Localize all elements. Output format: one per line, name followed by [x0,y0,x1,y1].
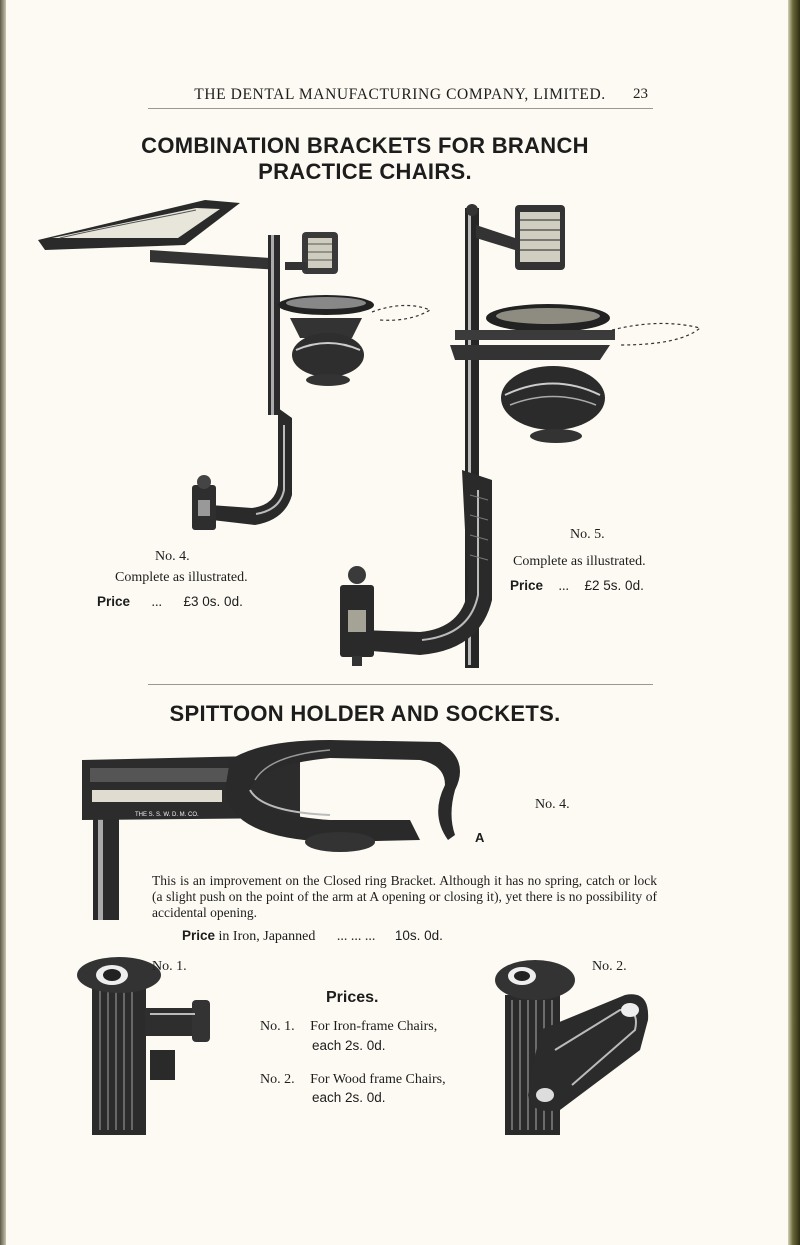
prices-item-1: No. 1. For Iron-frame Chairs, [260,1017,437,1036]
holder-point-label-a: A [475,830,485,845]
prices-item-1-description: For Iron-frame Chairs, [310,1019,438,1034]
engraving-text: THE S. S. W. D. M. CO. [135,812,199,818]
section-divider [148,684,653,685]
holder-price-dots: ... ... ... [336,929,376,944]
bracket-no4-price: £3 0s. 0d. [183,594,243,609]
book-binding-edge [788,0,800,1245]
spittoon-section-title: SPITTOON HOLDER AND SOCKETS. [169,701,561,726]
prices-heading: Prices. [326,989,379,1006]
prices-item-1-number: No. 1. [260,1019,295,1034]
bracket-no5-price-label: Price [510,578,544,593]
bracket-no5-price: £2 5s. 0d. [584,578,644,593]
bracket-no5-description: Complete as illustrated. [513,554,646,569]
prices-item-2: No. 2. For Wood frame Chairs, [260,1070,446,1089]
holder-description: This is an improvement on the Closed rin… [152,873,657,920]
bracket-no4-description: Complete as illustrated. [115,570,248,585]
prices-item-1-price: each 2s. 0d. [312,1038,386,1053]
socket-no1-number: No. 1. [152,959,187,974]
holder-price: 10s. 0d. [394,928,443,943]
page-number: 23 [633,86,648,102]
section-title-line-2: PRACTICE CHAIRS. [258,159,472,184]
bracket-no5-number: No. 5. [570,527,605,542]
holder-price-text: in Iron, Japanned [218,929,316,944]
holder-price-line: Price in Iron, Japanned ... ... ... 10s.… [182,926,443,946]
bracket-no4-number: No. 4. [155,549,190,564]
socket-no2-number: No. 2. [592,959,627,974]
bracket-no4-price-dots: ... [151,595,163,610]
running-header: THE DENTAL MANUFACTURING COMPANY, LIMITE… [194,86,606,103]
prices-item-2-description: For Wood frame Chairs, [310,1072,446,1087]
section-title-line-1: COMBINATION BRACKETS FOR BRANCH [141,133,589,158]
bracket-no4-price-label: Price [97,594,131,609]
holder-price-label: Price [182,928,216,943]
page-left-edge [0,0,6,1245]
header-rule [148,108,653,109]
prices-item-2-number: No. 2. [260,1072,295,1087]
prices-item-2-price: each 2s. 0d. [312,1090,386,1105]
bracket-no5-price-line: Price ... £2 5s. 0d. [510,576,644,596]
bracket-no5-price-dots: ... [558,579,570,594]
holder-number: No. 4. [535,797,570,812]
section-title: COMBINATION BRACKETS FOR BRANCH PRACTICE… [0,133,730,185]
bracket-no4-price-line: Price ... £3 0s. 0d. [97,592,243,612]
